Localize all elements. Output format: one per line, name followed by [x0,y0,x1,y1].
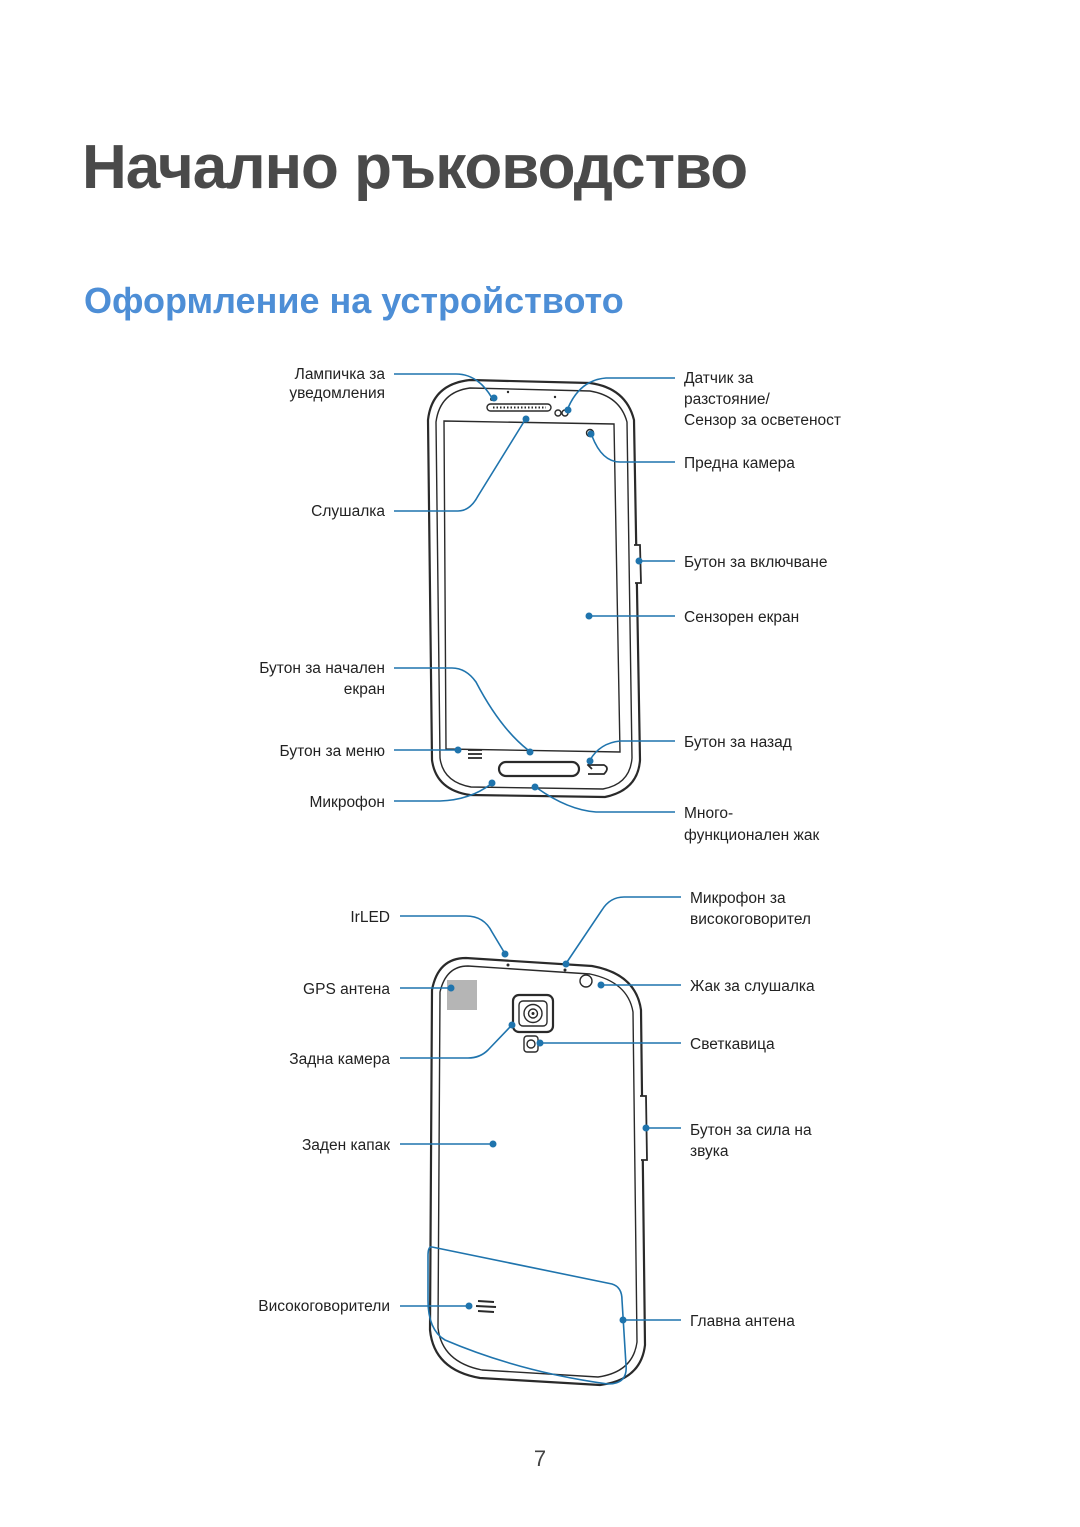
label-flash: Светкавица [690,1036,775,1053]
label-volume-button-2: звука [690,1143,729,1160]
label-front-camera: Предна камера [684,455,795,472]
earpiece-grille [486,403,552,412]
rear-camera-module [511,993,555,1034]
callout-menu-button [394,746,462,754]
callout-home-button [394,667,534,756]
section-title: Оформление на устройството [84,280,624,321]
callout-back-button [586,740,675,765]
label-multipurpose-jack-1: Много- [684,805,733,822]
callout-rear-camera [400,1021,516,1059]
home-button-shape [497,760,581,778]
label-speakerphone-mic-1: Микрофон за [690,890,786,907]
callout-proximity-sensor [564,377,675,414]
label-home-button-2: екран [344,681,385,698]
label-home-button-1: Бутон за начален [259,660,385,677]
callout-flash [536,1039,681,1047]
label-notification-light-2: уведомления [289,385,385,402]
callout-headset-jack [597,981,681,989]
sensor-icon [554,409,562,417]
callout-notification-light [394,373,498,402]
callout-earpiece [394,415,530,512]
callout-power-button [635,557,675,565]
callout-back-cover [400,1140,497,1148]
label-back-cover: Заден капак [302,1137,390,1154]
callout-gps-antenna [400,984,455,992]
label-proximity-sensor-2: разстояние/ [684,391,771,408]
gps-antenna-patch [447,980,477,1010]
callout-speakerphone-mic [562,896,681,968]
label-volume-button-1: Бутон за сила на [690,1122,812,1139]
page-title: Начално ръководство [82,133,748,202]
front-device-illustration [426,378,642,799]
label-notification-light-1: Лампичка за [295,366,386,383]
headset-jack-shape [579,974,593,988]
main-antenna-outline [427,1246,627,1385]
label-back-button: Бутон за назад [684,734,792,751]
label-speakerphone-mic-2: високоговорител [690,911,811,928]
callout-front-camera [587,430,675,463]
callout-volume-button [642,1124,681,1132]
callout-irled [400,915,509,958]
label-main-antenna: Главна антена [690,1313,795,1330]
label-headset-jack: Жак за слушалка [690,978,815,995]
label-speaker: Високоговорители [258,1298,390,1315]
label-gps-antenna: GPS антена [303,981,390,998]
label-menu-button: Бутон за меню [280,743,386,760]
flash-shape [523,1035,539,1053]
callout-speaker [400,1302,473,1310]
menu-icon [468,749,482,759]
callout-main-antenna [619,1316,681,1324]
speaker-grille [475,1300,497,1313]
label-power-button: Бутон за включване [684,554,827,571]
page-number: 7 [533,1446,547,1471]
back-device-illustration [428,956,648,1387]
label-microphone: Микрофон [309,794,385,811]
callout-multipurpose-jack [531,783,675,813]
label-rear-camera: Задна камера [289,1051,390,1068]
label-proximity-sensor-3: Сензор за осветеност [684,412,841,429]
label-touch-screen: Сензорен екран [684,609,799,626]
label-irled: IrLED [350,909,390,926]
label-multipurpose-jack-2: функционален жак [684,827,820,844]
callout-microphone [394,779,496,802]
label-earpiece: Слушалка [311,503,385,520]
label-proximity-sensor-1: Датчик за [684,370,754,387]
callout-touch-screen [585,612,675,620]
